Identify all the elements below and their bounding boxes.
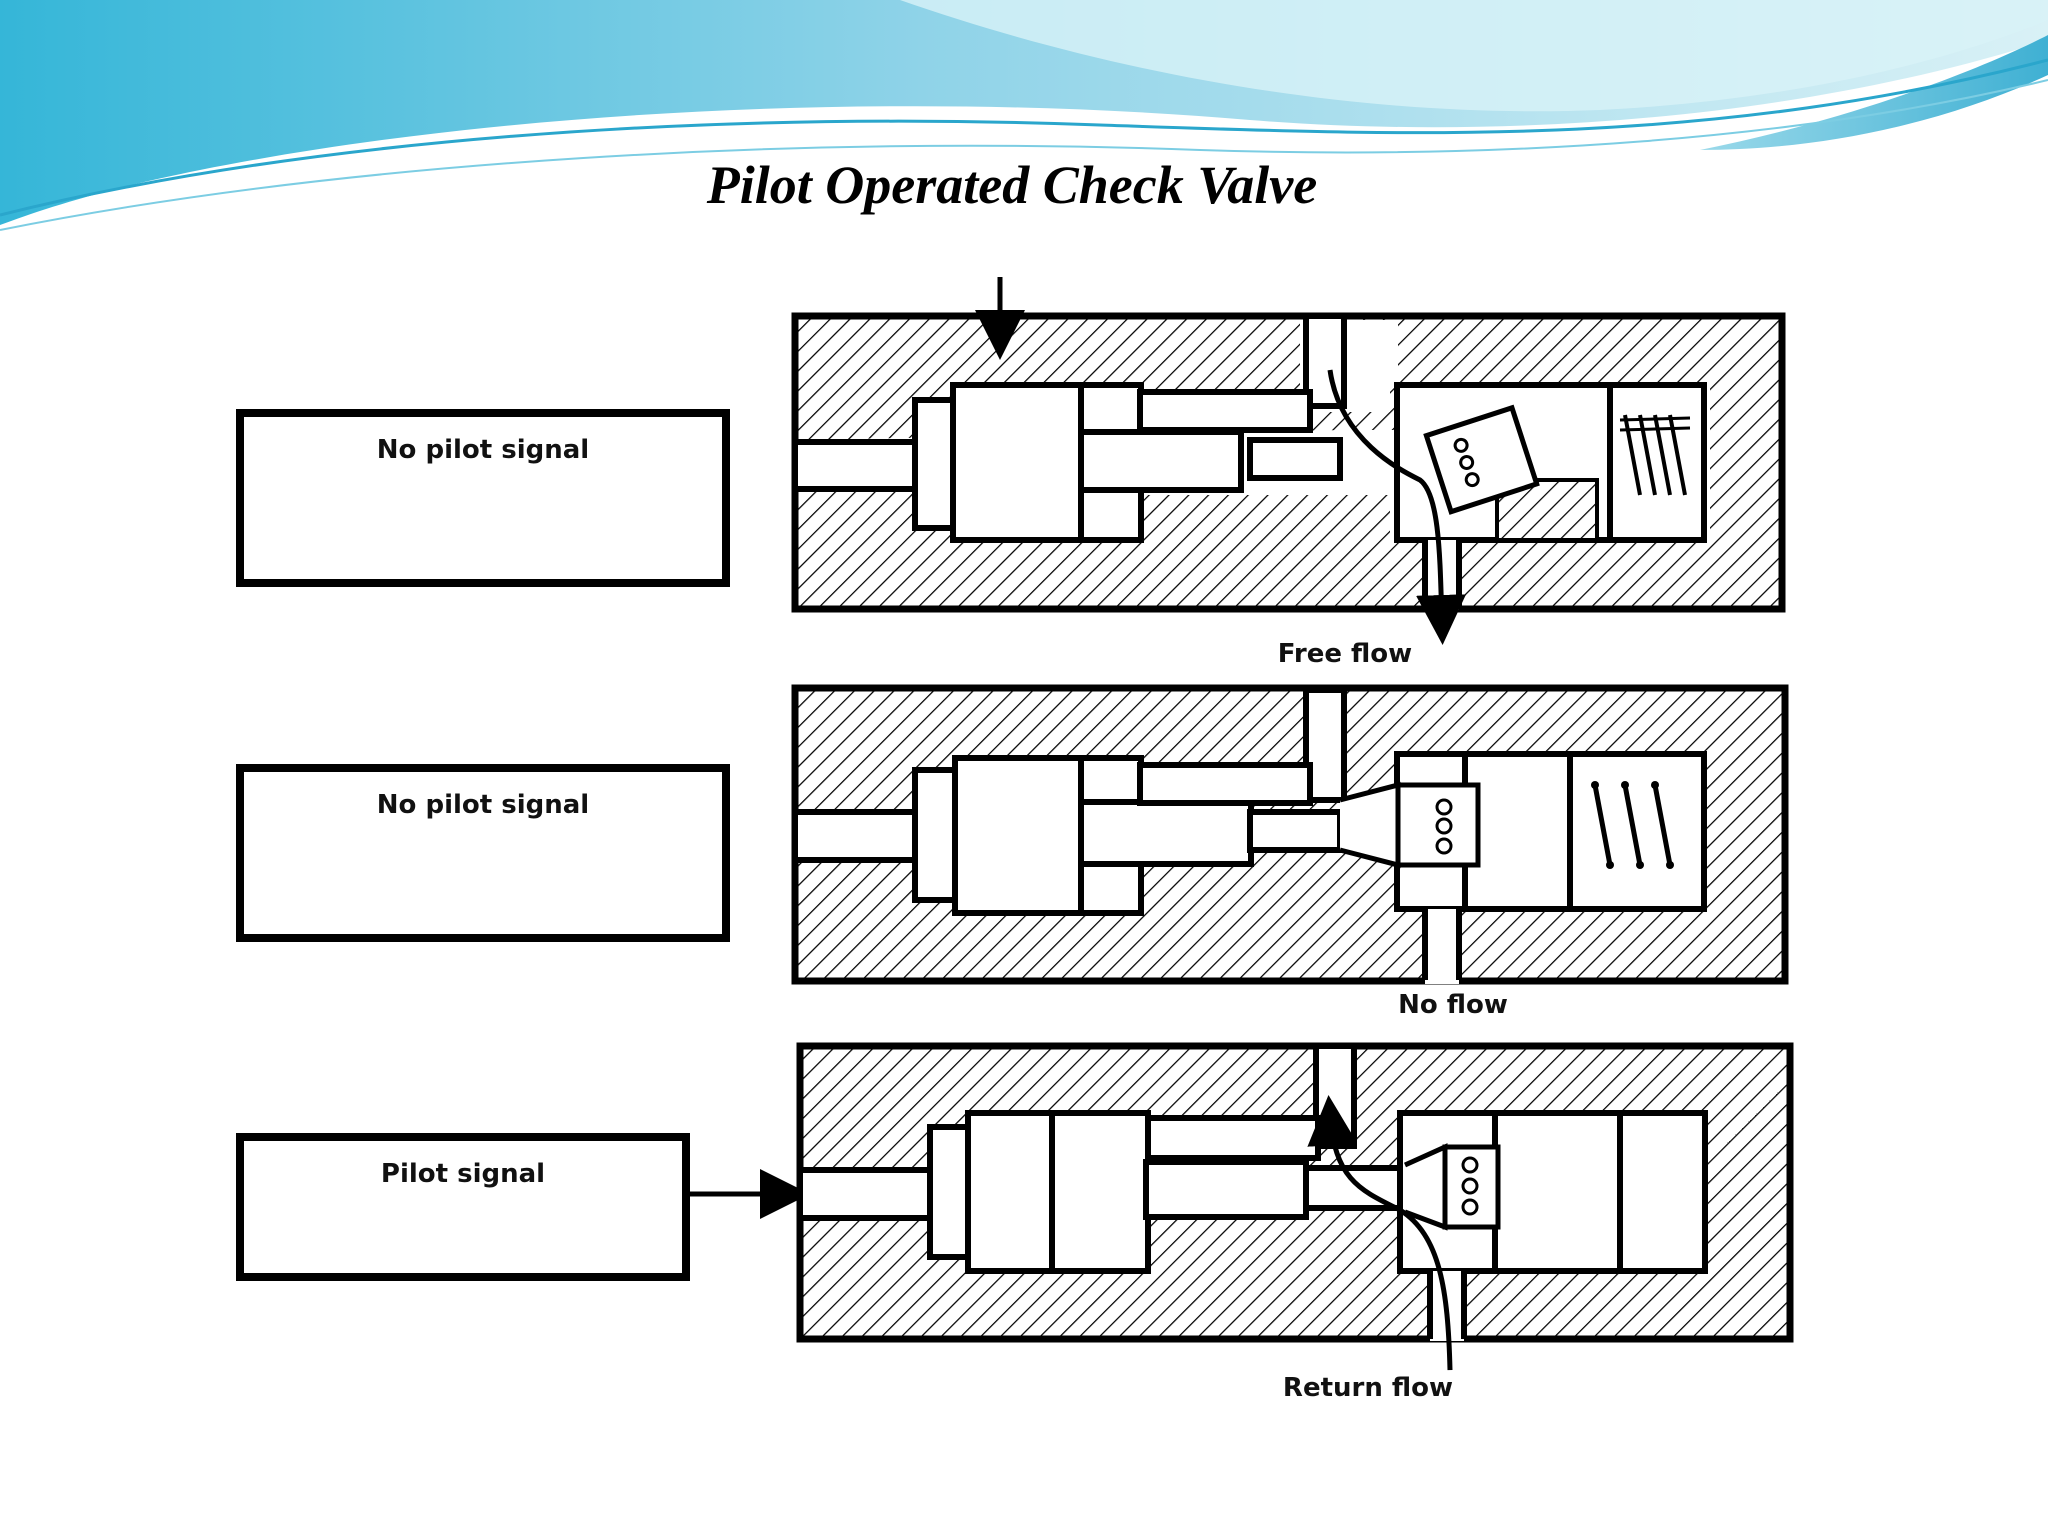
state-box-1 bbox=[236, 409, 730, 587]
flow-label-1: Free flow bbox=[1278, 639, 1412, 669]
panel-1: No pilot signal bbox=[236, 277, 1786, 669]
state-box-2 bbox=[236, 764, 730, 942]
valve-body-2 bbox=[791, 684, 1789, 985]
panel-2: No pilot signal bbox=[236, 684, 1789, 1020]
spring-icon bbox=[1591, 781, 1674, 869]
valve-body-1 bbox=[791, 312, 1786, 645]
state-label-2: No pilot signal bbox=[377, 790, 589, 820]
flow-label-2: No flow bbox=[1398, 990, 1508, 1020]
state-label-1: No pilot signal bbox=[377, 435, 589, 465]
panel-3: Pilot signal Return flow bbox=[236, 1042, 1794, 1403]
flow-label-3: Return flow bbox=[1283, 1373, 1453, 1403]
spring-icon bbox=[1619, 414, 1691, 496]
state-box-3 bbox=[236, 1133, 690, 1281]
state-label-3: Pilot signal bbox=[381, 1159, 545, 1189]
slide-title: Pilot Operated Check Valve bbox=[706, 155, 1318, 215]
valve-body-3 bbox=[796, 1042, 1794, 1371]
